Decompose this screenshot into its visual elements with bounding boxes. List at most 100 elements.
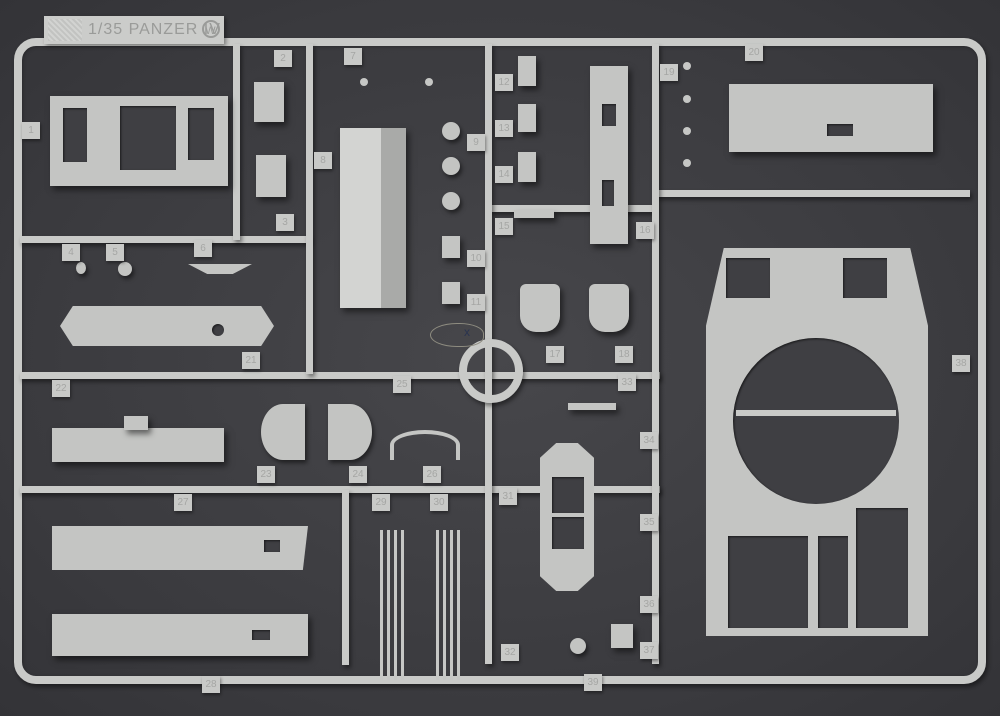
runner xyxy=(20,486,660,493)
cutout xyxy=(252,630,270,640)
part-tag-6: 6 xyxy=(194,240,212,257)
cutout xyxy=(726,258,770,298)
part-6 xyxy=(188,264,252,274)
part-tag-15: 15 xyxy=(495,218,513,235)
sprue-letter-badge: W xyxy=(202,20,220,38)
cutout xyxy=(120,106,176,170)
part-tag-20: 20 xyxy=(745,44,763,61)
part-8-box xyxy=(340,128,406,308)
sprue-label: 1/35 PANZER IV xyxy=(88,21,221,38)
part-11 xyxy=(442,282,460,304)
part-tag-3: 3 xyxy=(276,214,294,231)
part-9 xyxy=(442,122,460,140)
part-31-hatch-frame xyxy=(540,443,594,591)
part-12 xyxy=(518,56,536,86)
part-24-mantlet xyxy=(328,404,372,460)
part-tag-5: 5 xyxy=(106,244,124,261)
part-tag-14: 14 xyxy=(495,166,513,183)
sprue-frame xyxy=(14,38,986,684)
part-16-plate xyxy=(590,66,628,244)
runner xyxy=(20,236,310,243)
part-21-plate xyxy=(60,306,274,346)
runner xyxy=(655,190,970,197)
part-tag-27: 27 xyxy=(174,494,192,511)
part-7b xyxy=(425,78,433,86)
part-tag-32: 32 xyxy=(501,644,519,661)
part-22-tab xyxy=(124,416,148,430)
part-tag-19: 19 xyxy=(660,64,678,81)
part-tag-38: 38 xyxy=(952,355,970,372)
part-tag-28: 28 xyxy=(202,676,220,693)
part-tag-10: 10 xyxy=(467,250,485,267)
part-17 xyxy=(520,284,560,332)
part-tag-22: 22 xyxy=(52,380,70,397)
part-tag-35: 35 xyxy=(640,514,658,531)
runner xyxy=(342,490,349,665)
cutout xyxy=(188,108,214,160)
part-14 xyxy=(518,152,536,182)
part-20-plate xyxy=(729,84,933,152)
cutout xyxy=(602,180,614,206)
part-19d xyxy=(683,159,691,167)
part-tag-9: 9 xyxy=(467,134,485,151)
part-22-plate xyxy=(52,428,224,462)
part-30-grille xyxy=(436,530,462,680)
runner xyxy=(652,44,659,664)
part-4 xyxy=(76,262,86,274)
part-tag-36: 36 xyxy=(640,596,658,613)
part-28-side-plate xyxy=(52,614,308,656)
part-hull-plate xyxy=(706,248,928,636)
part-tag-26: 26 xyxy=(423,466,441,483)
part-27-side-plate xyxy=(52,526,308,570)
part-5 xyxy=(118,262,132,276)
part-19 xyxy=(683,62,691,70)
part-tag-4: 4 xyxy=(62,244,80,261)
cutout xyxy=(827,124,853,136)
part-18 xyxy=(589,284,629,332)
part-1-plate xyxy=(50,96,228,186)
part-tag-13: 13 xyxy=(495,120,513,137)
cutout xyxy=(856,508,908,628)
part-tag-23: 23 xyxy=(257,466,275,483)
part-tag-12: 12 xyxy=(495,74,513,91)
part-tag-30: 30 xyxy=(430,494,448,511)
part-tag-29: 29 xyxy=(372,494,390,511)
cutout xyxy=(602,104,616,126)
part-tag-33: 33 xyxy=(618,374,636,391)
part-tag-21: 21 xyxy=(242,352,260,369)
cutout xyxy=(552,517,584,549)
cutout xyxy=(552,477,584,513)
part-23-mantlet xyxy=(261,404,305,460)
part-tag-24: 24 xyxy=(349,466,367,483)
part-10 xyxy=(442,236,460,258)
runner xyxy=(233,44,240,240)
runner xyxy=(490,205,655,212)
sprue-title-tab: 1/35 PANZER IV W xyxy=(44,16,224,44)
hole xyxy=(212,324,224,336)
part-tag-16: 16 xyxy=(636,222,654,239)
sprue-ring xyxy=(459,339,523,403)
part-tag-31: 31 xyxy=(499,488,517,505)
part-tag-2: 2 xyxy=(274,50,292,67)
pencil-outline-mark xyxy=(430,323,484,347)
part-tag-18: 18 xyxy=(615,346,633,363)
cutout xyxy=(818,536,848,628)
runner xyxy=(306,44,313,374)
pencil-x-mark: x xyxy=(464,325,470,339)
ring-brace xyxy=(736,410,896,416)
cutout xyxy=(264,540,280,552)
part-7 xyxy=(360,78,368,86)
part-tag-37: 37 xyxy=(640,642,658,659)
part-2 xyxy=(254,82,284,122)
part-39 xyxy=(570,638,586,654)
part-29-grille xyxy=(380,530,406,680)
turret-ring-opening xyxy=(733,338,899,504)
part-tag-17: 17 xyxy=(546,346,564,363)
part-9c xyxy=(442,192,460,210)
part-3 xyxy=(256,155,286,197)
part-13 xyxy=(518,104,536,132)
part-19b xyxy=(683,95,691,103)
part-9b xyxy=(442,157,460,175)
part-33-bar xyxy=(568,403,616,410)
part-tag-8: 8 xyxy=(314,152,332,169)
